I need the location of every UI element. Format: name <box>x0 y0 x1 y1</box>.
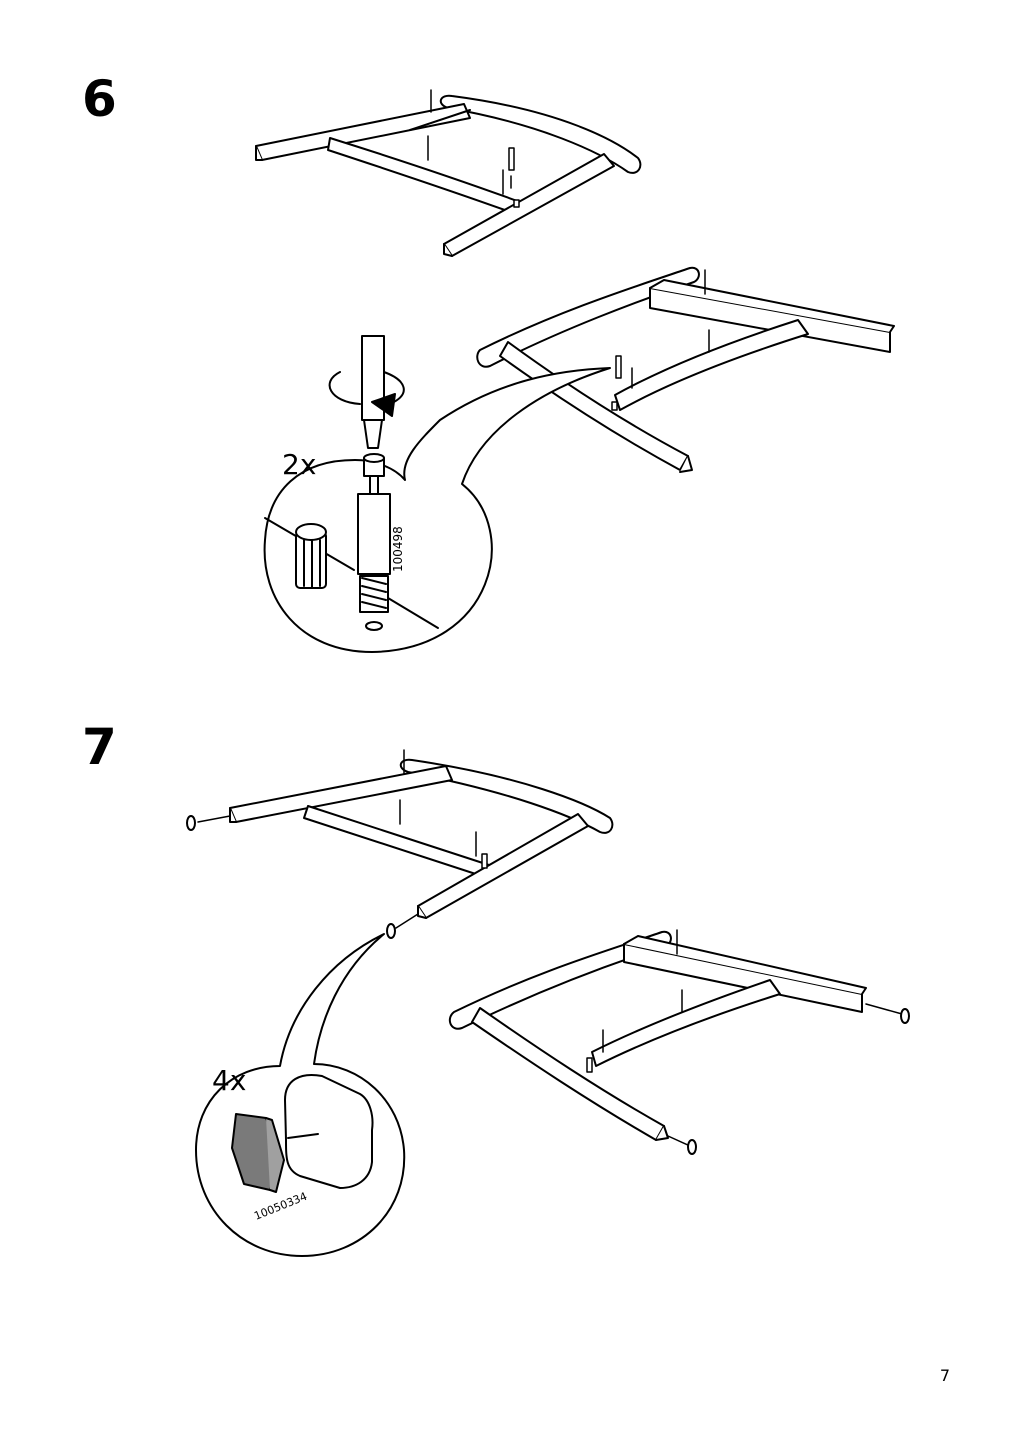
step7-frame-top <box>186 749 614 939</box>
step-7-number: 7 <box>82 718 117 776</box>
step6-frame-bottom <box>476 266 895 473</box>
page-number: 7 <box>939 1366 950 1385</box>
step7-callout-bubble <box>195 933 406 1257</box>
step7-quantity: 4x <box>212 1064 246 1097</box>
step6-frame-top <box>255 89 642 257</box>
step6-part-number: 100498 <box>391 526 405 572</box>
step6-quantity: 2x <box>282 448 316 481</box>
step7-frame-bottom <box>448 929 910 1155</box>
step-6-number: 6 <box>82 70 117 128</box>
step6-callout-bubble <box>263 335 611 653</box>
